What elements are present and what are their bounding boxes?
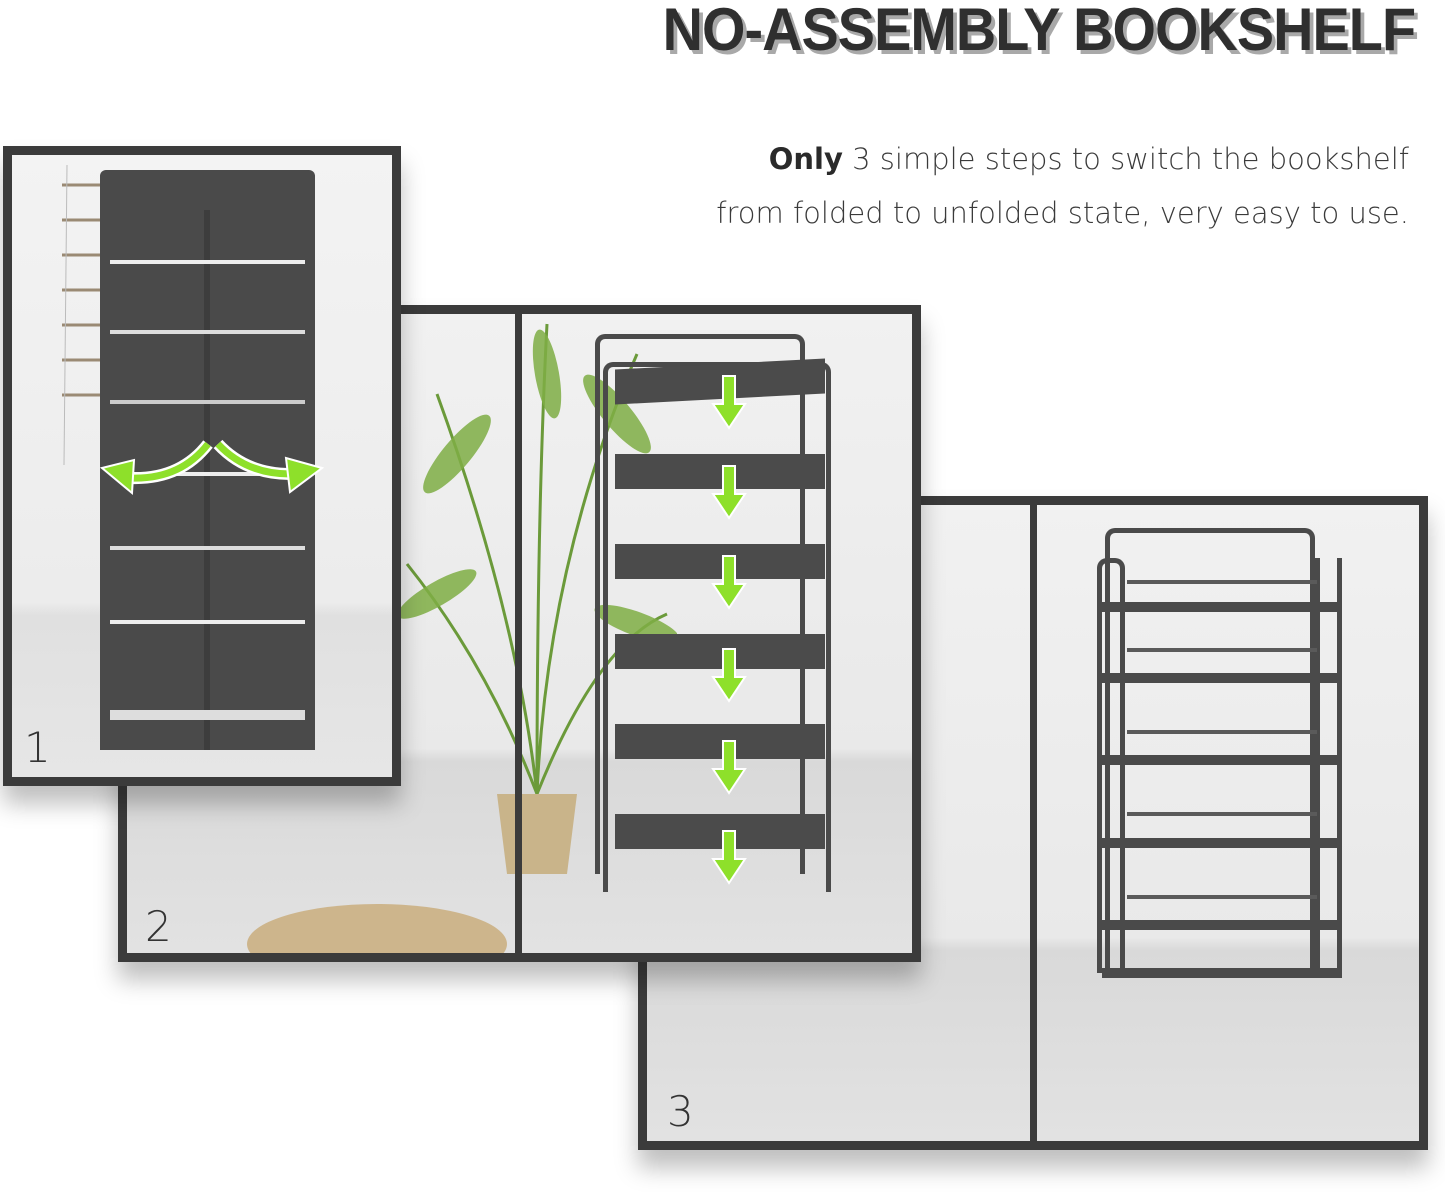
shelf-gap xyxy=(110,620,305,624)
step-number-2: 2 xyxy=(145,902,172,951)
shelf-gap xyxy=(110,472,305,476)
shelf-divider xyxy=(204,210,210,750)
shelf-gap xyxy=(110,330,305,334)
down-arrow-icon xyxy=(711,375,747,430)
shelf-front-frame xyxy=(603,362,831,892)
panel-fold xyxy=(515,314,522,953)
down-arrow-icon xyxy=(711,830,747,885)
down-arrow-icon xyxy=(711,648,747,703)
down-arrow-icon xyxy=(711,465,747,520)
subtitle-line-2: from folded to unfolded state, very easy… xyxy=(716,196,1409,230)
shelf-rail xyxy=(1127,580,1317,584)
shelf-board xyxy=(1102,673,1342,683)
shelf-board xyxy=(1102,968,1342,978)
shelf-rail xyxy=(1127,648,1317,652)
subtitle-line-1: Only 3 simple steps to switch the booksh… xyxy=(769,142,1409,176)
shelf-board xyxy=(1102,602,1342,612)
folded-bookshelf xyxy=(100,170,315,750)
page-title: NO-ASSEMBLY BOOKSHELF xyxy=(662,0,1416,63)
step-1-panel: 1 xyxy=(3,146,401,786)
subtitle-line-1-rest: 3 simple steps to switch the bookshelf xyxy=(842,142,1409,176)
folding-shelf-board xyxy=(615,814,825,849)
step-number-1: 1 xyxy=(24,723,51,772)
shelf-front-frame xyxy=(1097,558,1125,973)
shelf-post xyxy=(1315,558,1320,973)
folding-shelf-board xyxy=(615,724,825,759)
assembled-bookshelf xyxy=(1097,520,1357,978)
down-arrow-icon xyxy=(711,555,747,610)
unfolding-bookshelf xyxy=(595,334,835,894)
shelf-gap xyxy=(110,260,305,264)
shelf-rail xyxy=(1127,895,1317,899)
step-number-3: 3 xyxy=(667,1087,694,1136)
shelf-board xyxy=(1102,838,1342,848)
down-arrow-icon xyxy=(711,740,747,795)
subtitle-bold: Only xyxy=(768,142,843,176)
folding-shelf-board xyxy=(615,544,825,579)
shelf-back-frame xyxy=(1105,528,1315,968)
shelf-back-frame xyxy=(595,334,805,874)
shelf-post xyxy=(1337,558,1342,973)
folding-shelf-board xyxy=(615,454,825,489)
shelf-board xyxy=(1102,920,1342,930)
folding-shelf-board xyxy=(615,634,825,669)
shelf-rail xyxy=(1127,730,1317,734)
shelf-gap xyxy=(110,546,305,550)
shelf-board xyxy=(1102,755,1342,765)
shelf-gap xyxy=(110,710,305,720)
panel-fold xyxy=(1030,505,1037,1141)
subtitle: Only 3 simple steps to switch the booksh… xyxy=(716,132,1409,240)
shelf-gap xyxy=(110,400,305,404)
unfold-arrows-icon xyxy=(100,439,325,496)
shelf-rail xyxy=(1127,812,1317,816)
